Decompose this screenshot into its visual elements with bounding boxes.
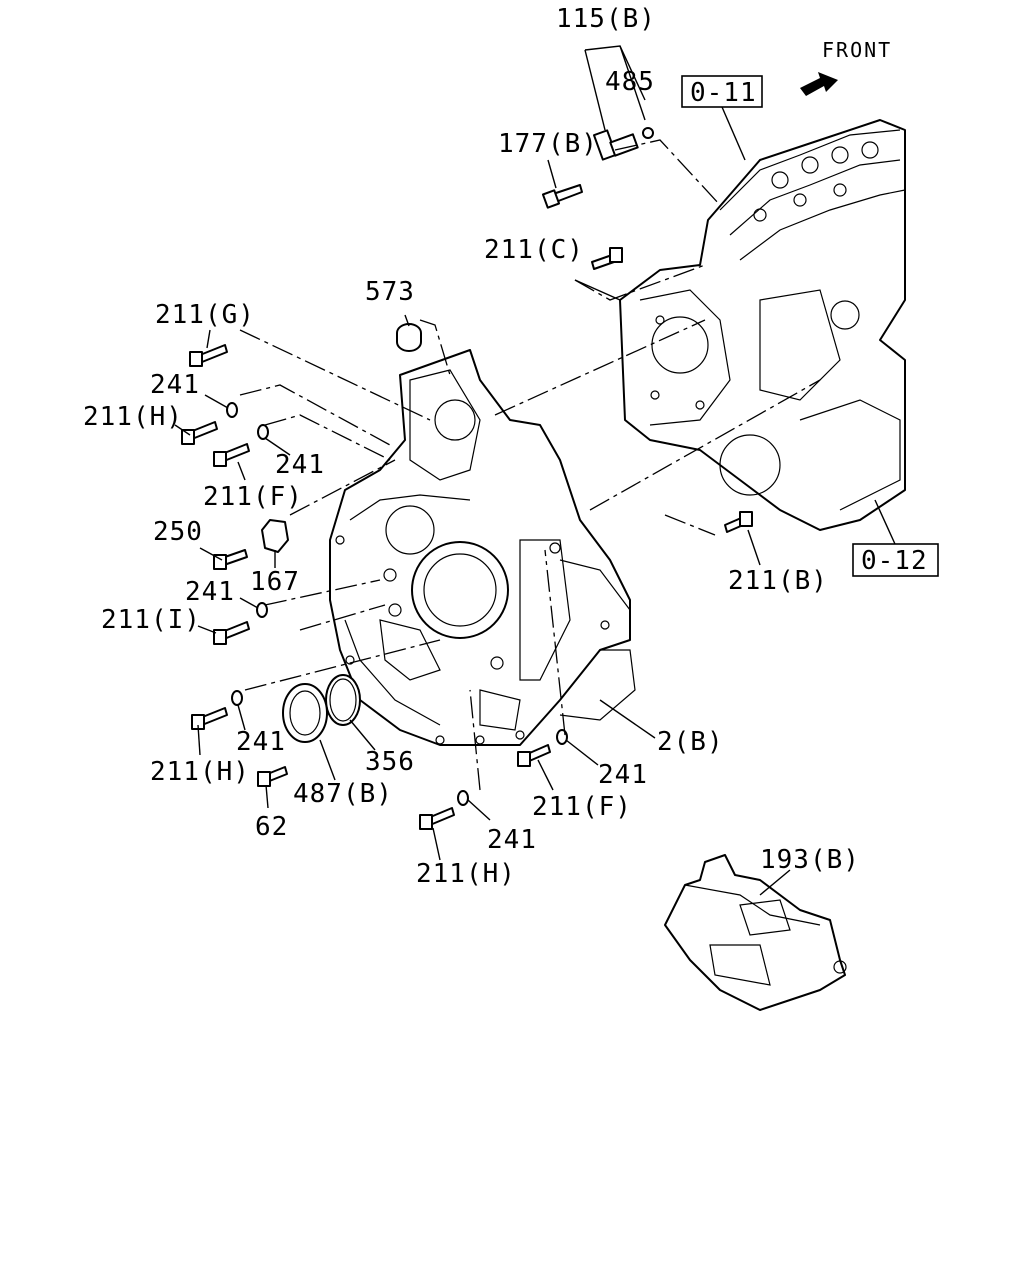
washer-241f: [457, 790, 469, 806]
callout-250: 250: [153, 517, 203, 547]
oring-356: [325, 674, 361, 726]
ref-upper-label: 0-11: [690, 78, 757, 108]
washer-241e: [556, 729, 568, 745]
callout-485: 485: [605, 67, 655, 97]
front-arrow-icon: [800, 72, 838, 96]
ref-box-upper: [681, 75, 763, 108]
washer-241a: [226, 402, 238, 418]
bolt-250: [213, 549, 248, 570]
bolt-211Fa: [213, 443, 250, 467]
bolt-211Hc: [419, 807, 455, 830]
ref-box-lower: [852, 543, 939, 577]
labels: FRONT 0-11 0-12 115(B) 485 177(B) 211(C)…: [83, 4, 928, 889]
callout-211Ha: 211(H): [83, 402, 183, 432]
callout-211Fa: 211(F): [203, 482, 303, 512]
seal-573: [396, 323, 422, 352]
washer-241d: [231, 690, 243, 706]
bolt-211C: [591, 247, 623, 270]
callout-211Hc: 211(H): [416, 859, 516, 889]
callout-573: 573: [365, 277, 415, 307]
ref-lower-label: 0-12: [861, 546, 928, 576]
washer-241c: [256, 602, 268, 618]
callout-211Fb: 211(F): [532, 792, 632, 822]
callout-241f: 241: [487, 825, 537, 855]
callout-241a: 241: [150, 370, 200, 400]
bolt-211Fb: [517, 744, 551, 767]
cover-487B: [282, 683, 328, 743]
callout-241b: 241: [275, 450, 325, 480]
cover-167: [261, 519, 289, 553]
sensor-115B: [592, 127, 654, 161]
bolt-211I: [213, 621, 250, 645]
callout-241c: 241: [185, 577, 235, 607]
callout-211Hb: 211(H): [150, 757, 250, 787]
bolt-211B: [724, 511, 753, 533]
callout-211C: 211(C): [484, 235, 584, 265]
leader-lines: [174, 45, 896, 896]
callout-356: 356: [365, 747, 415, 777]
callout-211G: 211(G): [155, 300, 255, 330]
callout-2B: 2(B): [657, 727, 724, 757]
flywheel-housing: [329, 349, 636, 746]
callout-193B: 193(B): [760, 845, 860, 875]
callout-211I: 211(I): [101, 605, 201, 635]
bolt-211Hb: [191, 707, 228, 730]
callout-62: 62: [255, 812, 288, 842]
callout-211B: 211(B): [728, 566, 828, 596]
front-label: FRONT: [822, 38, 892, 62]
bolt-211G: [189, 344, 228, 367]
bolt-211Ha: [181, 421, 218, 445]
callout-167: 167: [250, 567, 300, 597]
phantom-lines: [239, 139, 821, 791]
callout-241e: 241: [598, 760, 648, 790]
cover-193B: [664, 854, 847, 1011]
callout-177B: 177(B): [498, 129, 598, 159]
bolt-62: [257, 766, 288, 787]
callout-115B: 115(B): [556, 4, 656, 34]
washer-241b: [257, 424, 269, 440]
bolt-177B: [541, 184, 583, 209]
callout-487B: 487(B): [293, 779, 393, 809]
engine-block: [619, 119, 906, 531]
callout-241d: 241: [236, 727, 286, 757]
